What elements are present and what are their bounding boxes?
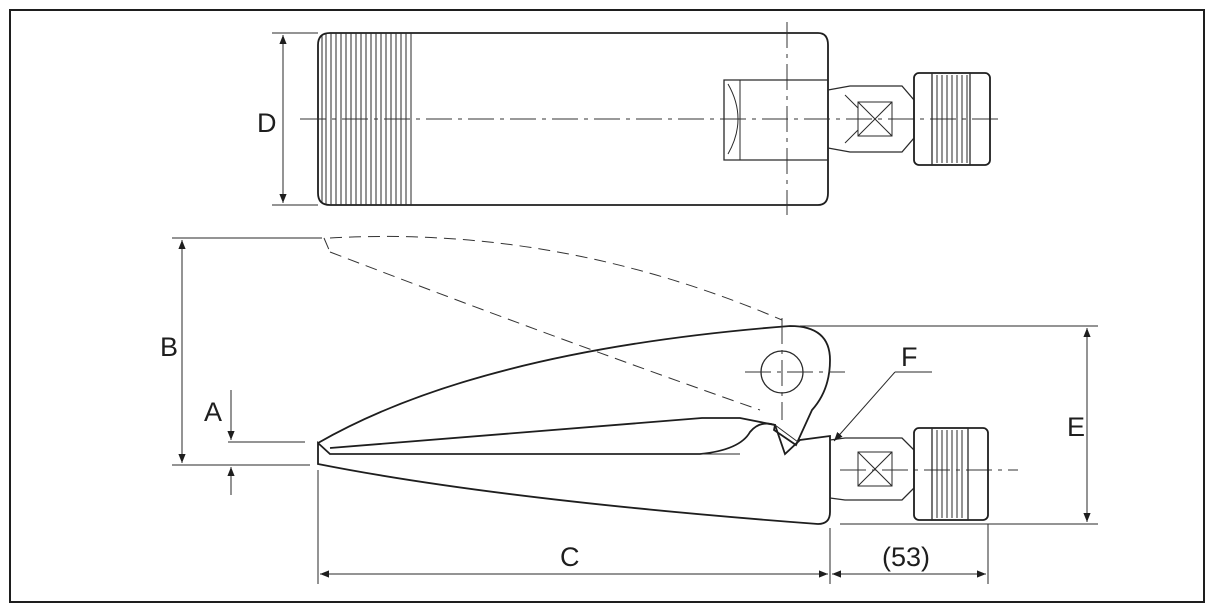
- leader-F: F: [833, 342, 932, 442]
- dimension-C: C: [317, 470, 831, 584]
- dimension-53: (53): [832, 524, 989, 584]
- plunger-curve: [727, 83, 739, 155]
- opened-jaw: [329, 235, 783, 321]
- dimension-A: A: [204, 390, 305, 495]
- label-C: C: [560, 542, 580, 572]
- label-53: (53): [882, 542, 930, 572]
- label-F: F: [901, 342, 918, 372]
- lower-jaw: [317, 422, 831, 525]
- side-coupler-nut: [913, 427, 989, 521]
- label-D: D: [257, 108, 277, 138]
- label-E: E: [1067, 412, 1085, 442]
- drawing-frame: [9, 9, 1205, 603]
- dimension-D: D: [257, 32, 318, 206]
- top-view: [300, 22, 1000, 215]
- side-coupler-hex: [829, 437, 915, 501]
- top-coupler-square: [857, 101, 893, 137]
- top-body-outline: [317, 32, 829, 206]
- label-B: B: [160, 332, 178, 362]
- plunger-slot: [723, 79, 828, 161]
- dimension-E: E: [800, 325, 1098, 525]
- dimension-B: B: [160, 237, 322, 466]
- upper-jaw: [317, 325, 831, 449]
- side-view: [317, 235, 1018, 525]
- label-A: A: [204, 397, 222, 427]
- side-coupler-square: [857, 451, 893, 487]
